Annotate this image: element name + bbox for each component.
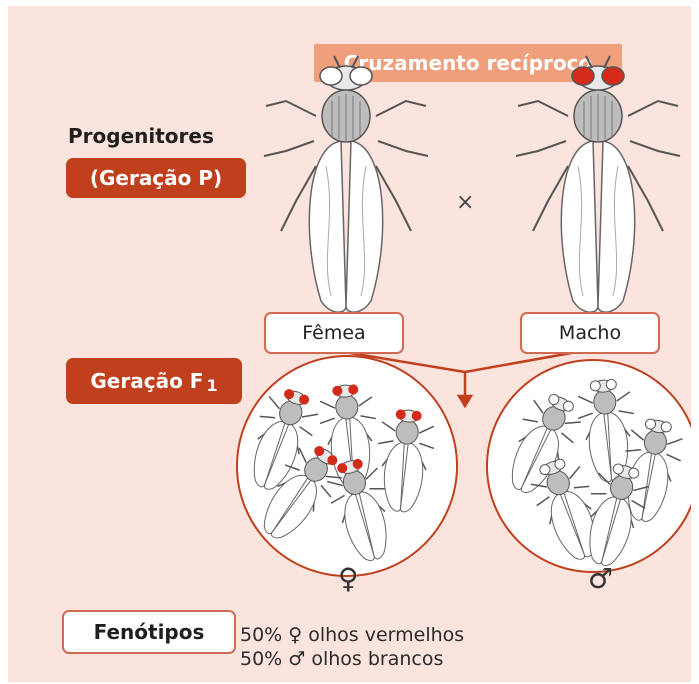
geracao-f1-subscript: 1	[206, 376, 217, 395]
male-symbol: ♂	[588, 562, 613, 595]
result-line: 50% ♂ olhos brancos	[240, 648, 443, 670]
fenotipos-label: Fenótipos	[62, 610, 236, 654]
geracao-f1-label: Geração F1	[66, 358, 242, 404]
male-fly-icon	[516, 56, 680, 312]
diagram-page: Cruzamento recíproco Progenitores (Geraç…	[8, 6, 691, 682]
geracao-f1-text: Geração F	[90, 369, 203, 393]
male-label: Macho	[520, 312, 660, 354]
female-symbol: ♀	[338, 562, 359, 595]
result-line: 50% ♀ olhos vermelhos	[240, 624, 464, 646]
cross-symbol: ×	[456, 190, 474, 215]
female-label: Fêmea	[264, 312, 404, 354]
female-fly-icon	[264, 56, 428, 312]
